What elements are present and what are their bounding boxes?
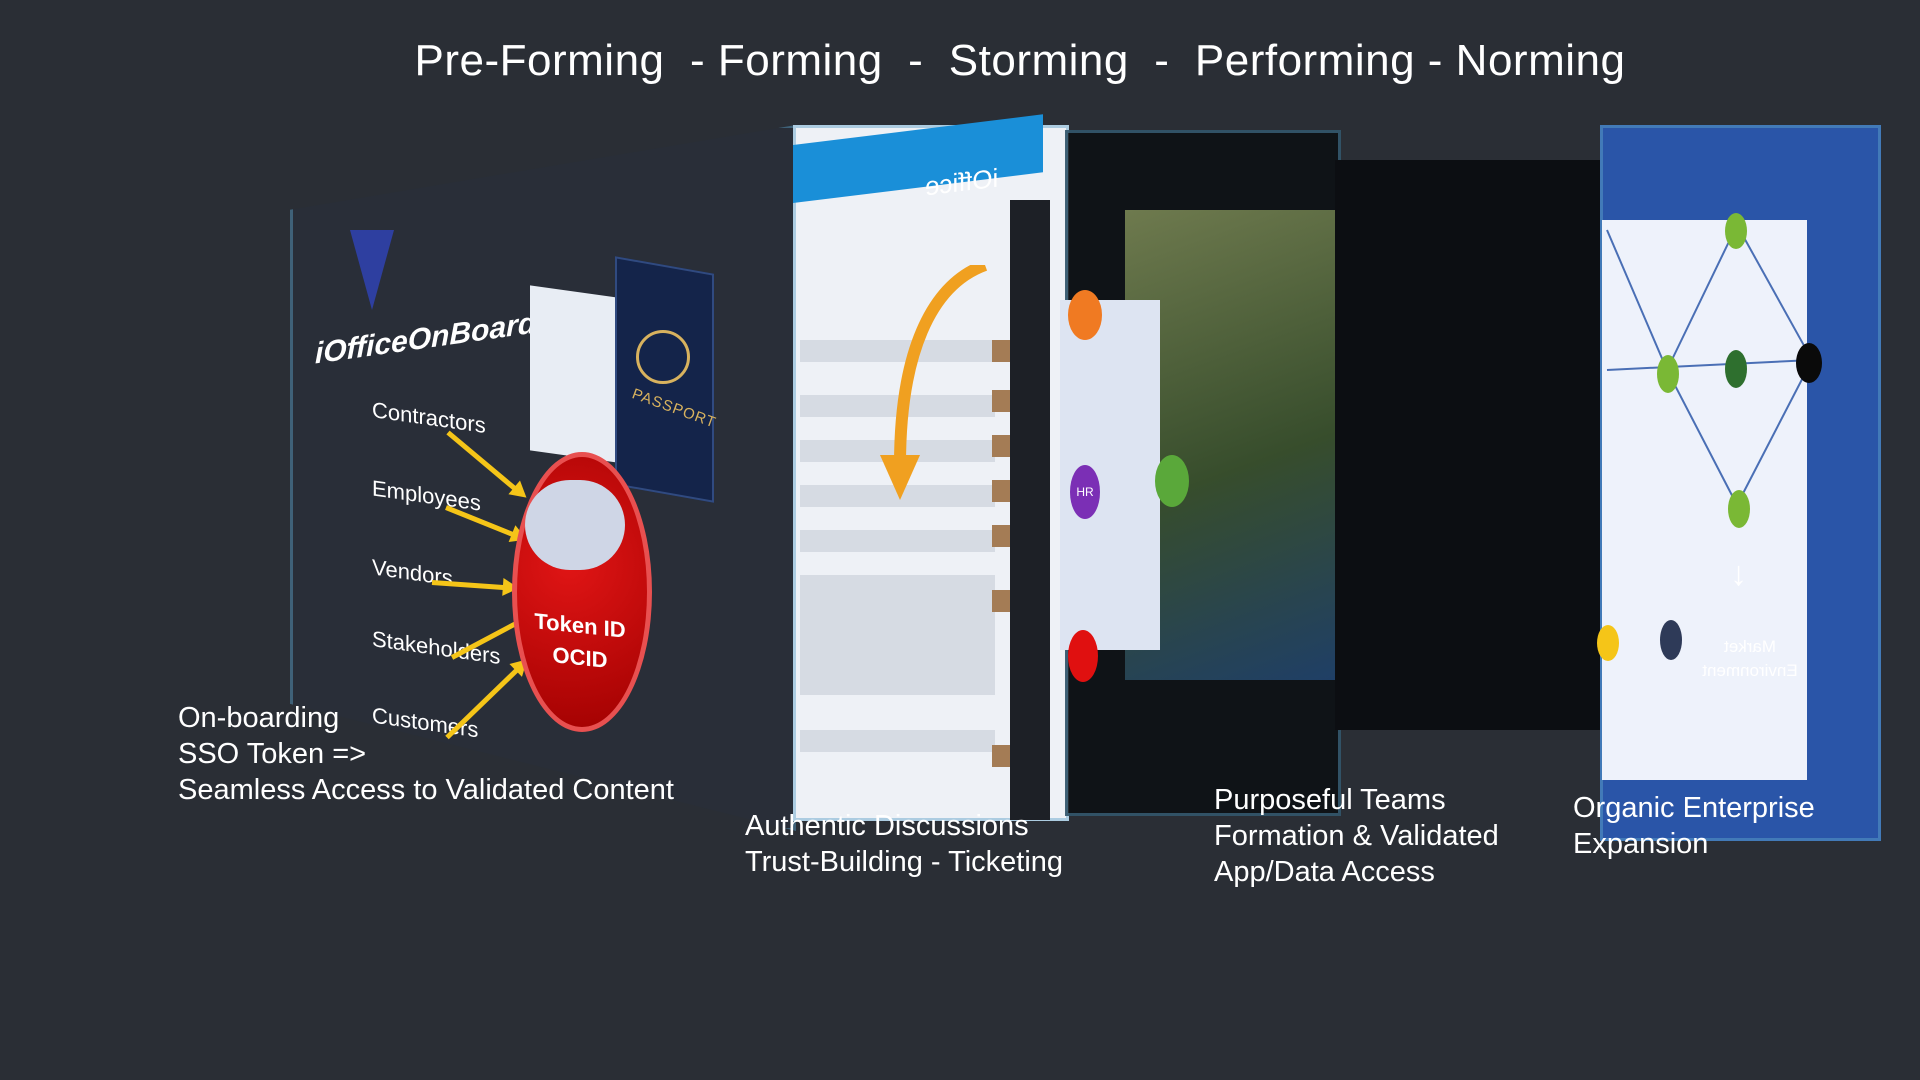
list-item	[800, 485, 995, 507]
market-environment-label: Market Environment	[1702, 637, 1798, 680]
green-node	[1155, 455, 1189, 507]
globe-icon	[636, 330, 690, 384]
ioffice-logo-icon	[350, 230, 394, 310]
green-node	[1728, 490, 1750, 528]
avatar	[992, 390, 1010, 412]
red-node	[1068, 630, 1098, 682]
token-label: Token ID OCID	[530, 605, 630, 680]
black-node	[1796, 343, 1822, 383]
yellow-node	[1597, 625, 1619, 661]
caption-teams: Purposeful Teams Formation & Validated A…	[1214, 784, 1499, 888]
caption-onboarding: On-boarding SSO Token => Seamless Access…	[178, 702, 674, 806]
green-node	[1725, 213, 1747, 249]
avatar	[992, 340, 1010, 362]
app-sidebar	[1010, 200, 1050, 820]
avatar	[992, 590, 1010, 612]
project-dashboard	[1335, 160, 1600, 730]
curved-arrow-icon	[880, 265, 988, 500]
page-title: Pre-Forming - Forming - Storming - Perfo…	[414, 36, 1626, 85]
list-item	[800, 575, 995, 695]
cloud-icon	[525, 480, 625, 570]
down-arrow-icon: ↓	[1730, 555, 1747, 593]
list-item	[800, 340, 995, 362]
hr-node: HR	[1070, 465, 1100, 519]
dark-green-node	[1725, 350, 1747, 388]
map-view	[1125, 210, 1335, 680]
list-item	[800, 730, 995, 752]
caption-expansion: Organic Enterprise Expansion	[1573, 792, 1815, 860]
orange-node	[1068, 290, 1102, 340]
id-document-icon	[530, 285, 625, 464]
navy-node	[1660, 620, 1682, 660]
avatar	[992, 480, 1010, 502]
network-lines	[1606, 224, 1807, 506]
avatar	[992, 525, 1010, 547]
enterprise-network-diagram	[1602, 220, 1807, 780]
list-item	[800, 530, 995, 552]
avatar	[992, 745, 1010, 767]
caption-discussions: Authentic Discussions Trust-Building - T…	[745, 810, 1064, 878]
green-node	[1657, 355, 1679, 393]
avatar	[992, 435, 1010, 457]
